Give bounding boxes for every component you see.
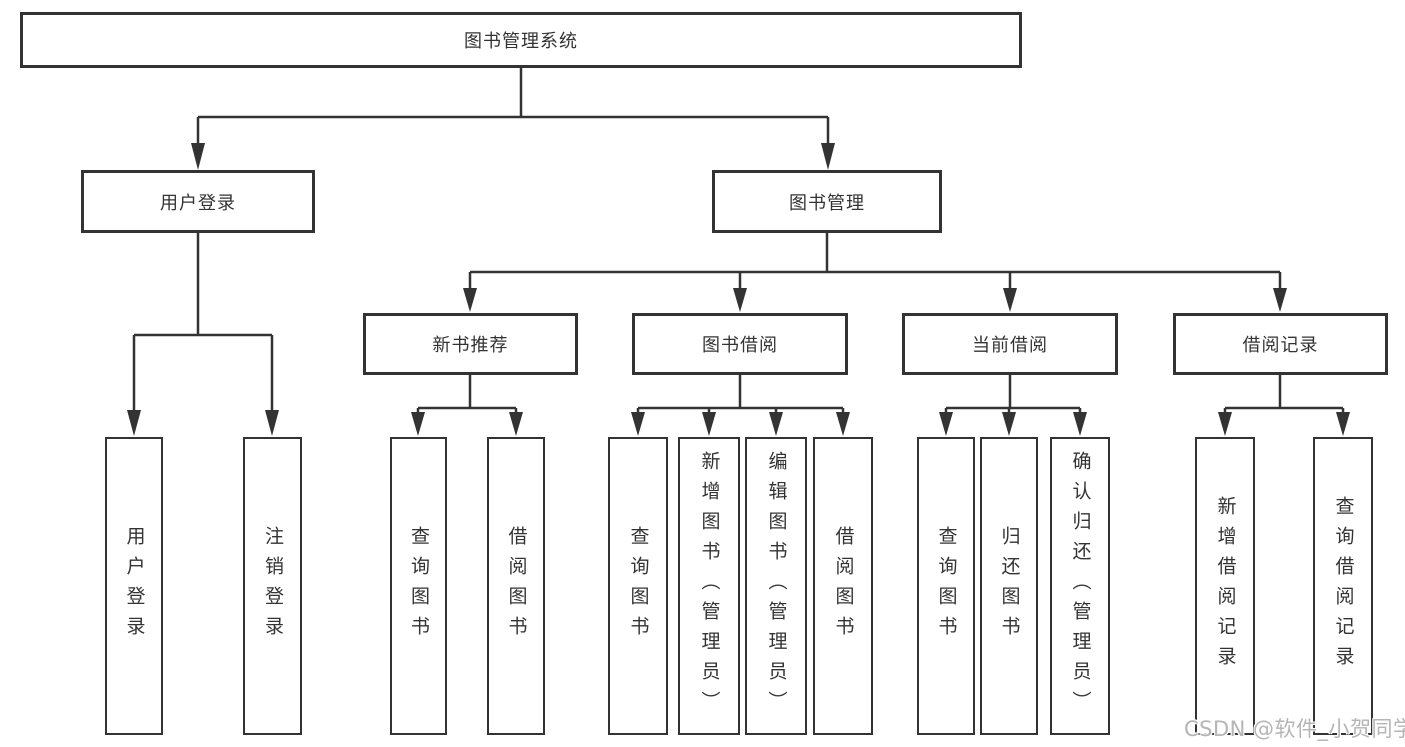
node-leaf-query-books-recommend: 查询图书	[390, 437, 447, 735]
node-new-book-recommendation: 新书推荐	[363, 313, 578, 375]
node-label: 借阅图书	[832, 526, 855, 646]
node-leaf-add-borrow-record: 新增借阅记录	[1195, 437, 1255, 735]
node-label: 查询图书	[627, 526, 650, 646]
node-label: 用户登录	[123, 526, 146, 646]
node-book-management-branch: 图书管理	[712, 170, 942, 233]
connector-book-borrow-to-leaves	[631, 375, 850, 436]
node-library-management-system: 图书管理系统	[20, 12, 1022, 68]
csdn-watermark: CSDN @软件_小贺同学	[1184, 717, 1405, 741]
node-label: 确认归还（管理员）	[1069, 451, 1092, 721]
connector-user-login-to-leaves	[127, 233, 279, 436]
node-borrowing-records: 借阅记录	[1173, 313, 1388, 375]
node-leaf-query-books-current: 查询图书	[917, 437, 975, 735]
node-label: 新书推荐	[432, 335, 509, 356]
connector-book-mgmt-to-level3	[463, 233, 1287, 312]
node-leaf-user-login: 用户登录	[105, 437, 163, 735]
connector-borrow-records-to-leaves	[1218, 375, 1350, 436]
connector-current-borrow-to-leaves	[939, 375, 1087, 436]
connector-root-to-level2	[191, 67, 835, 170]
node-label: 用户登录	[160, 192, 236, 214]
node-current-borrowing: 当前借阅	[902, 313, 1118, 375]
node-leaf-return-books: 归还图书	[980, 437, 1038, 735]
node-label: 新增借阅记录	[1214, 496, 1237, 676]
node-label: 编辑图书（管理员）	[765, 451, 788, 721]
node-label: 查询图书	[408, 526, 430, 646]
node-label: 借阅图书	[505, 526, 528, 646]
node-leaf-confirm-return-admin: 确认归还（管理员）	[1050, 437, 1110, 735]
node-book-borrowing: 图书借阅	[632, 313, 848, 375]
node-label: 图书借阅	[702, 335, 778, 356]
node-label: 查询借阅记录	[1332, 496, 1355, 676]
node-label: 新增图书（管理员）	[698, 451, 721, 721]
node-leaf-add-book-admin: 新增图书（管理员）	[678, 437, 740, 735]
node-label: 注销登录	[262, 526, 284, 646]
node-leaf-edit-book-admin: 编辑图书（管理员）	[745, 437, 807, 735]
connector-new-book-rec-to-leaves	[411, 375, 523, 436]
node-user-login-branch: 用户登录	[81, 170, 315, 233]
node-leaf-borrow-books-recommend: 借阅图书	[487, 437, 545, 735]
node-leaf-logout: 注销登录	[243, 437, 302, 735]
node-label: 归还图书	[998, 526, 1021, 646]
node-label: 借阅记录	[1242, 335, 1319, 356]
node-leaf-borrow-books: 借阅图书	[813, 437, 873, 735]
node-label: 图书管理系统	[464, 31, 578, 52]
node-label: 查询图书	[935, 526, 958, 646]
node-leaf-query-books-borrowing: 查询图书	[608, 437, 668, 735]
node-label: 图书管理	[789, 192, 865, 214]
node-leaf-query-borrow-record: 查询借阅记录	[1313, 437, 1373, 735]
node-label: 当前借阅	[972, 335, 1048, 356]
